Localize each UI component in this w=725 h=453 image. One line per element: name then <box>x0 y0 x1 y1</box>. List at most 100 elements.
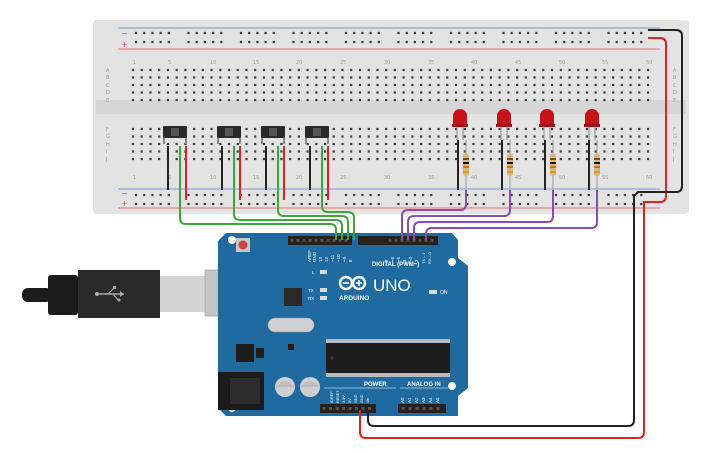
breadboard-hole[interactable] <box>524 76 527 79</box>
breadboard-hole[interactable] <box>612 142 615 146</box>
breadboard-hole[interactable] <box>577 150 580 153</box>
breadboard-hole[interactable] <box>554 40 558 44</box>
breadboard-hole[interactable] <box>510 40 513 44</box>
breadboard-hole[interactable] <box>620 150 623 153</box>
breadboard-hole[interactable] <box>524 150 527 153</box>
breadboard-hole[interactable] <box>131 135 135 138</box>
breadboard-hole[interactable] <box>323 98 327 102</box>
purple-wire-led-4[interactable] <box>425 190 598 240</box>
breadboard-hole[interactable] <box>131 142 135 146</box>
breadboard-hole[interactable] <box>533 150 536 153</box>
breadboard-hole[interactable] <box>481 157 484 161</box>
breadboard-hole[interactable] <box>262 68 266 72</box>
breadboard-hole[interactable] <box>358 127 362 131</box>
breadboard-hole[interactable] <box>220 31 223 35</box>
breadboard-hole[interactable] <box>308 40 311 44</box>
breadboard-hole[interactable] <box>367 91 370 94</box>
breadboard-hole[interactable] <box>518 193 521 197</box>
breadboard-hole[interactable] <box>264 202 267 206</box>
breadboard-hole[interactable] <box>428 98 431 102</box>
breadboard-hole[interactable] <box>579 202 582 206</box>
breadboard-hole[interactable] <box>195 193 198 197</box>
breadboard-hole[interactable] <box>437 68 440 72</box>
breadboard-hole[interactable] <box>369 202 372 206</box>
breadboard-hole[interactable] <box>411 150 414 153</box>
breadboard-hole[interactable] <box>134 31 138 35</box>
breadboard-hole[interactable] <box>353 40 356 44</box>
breadboard-hole[interactable] <box>254 150 257 153</box>
breadboard-hole[interactable] <box>158 150 161 153</box>
breadboard-hole[interactable] <box>300 202 303 206</box>
breadboard-hole[interactable] <box>201 127 204 131</box>
led-3[interactable] <box>539 109 555 140</box>
breadboard-hole[interactable] <box>428 91 431 94</box>
breadboard-hole[interactable] <box>594 83 597 87</box>
breadboard-hole[interactable] <box>350 68 353 72</box>
breadboard-hole[interactable] <box>603 157 606 161</box>
breadboard-hole[interactable] <box>507 98 510 102</box>
breadboard-hole[interactable] <box>516 142 519 146</box>
breadboard-hole[interactable] <box>474 31 477 35</box>
breadboard-hole[interactable] <box>507 91 510 94</box>
purple-wire-led-2[interactable] <box>407 190 511 240</box>
breadboard-hole[interactable] <box>151 193 154 197</box>
breadboard-hole[interactable] <box>516 150 519 153</box>
breadboard-hole[interactable] <box>219 83 222 87</box>
breadboard-hole[interactable] <box>629 76 632 79</box>
breadboard-hole[interactable] <box>317 202 320 206</box>
breadboard-hole[interactable] <box>227 83 231 87</box>
breadboard-hole[interactable] <box>227 150 231 153</box>
breadboard-hole[interactable] <box>489 76 493 79</box>
breadboard-hole[interactable] <box>201 98 204 102</box>
breadboard-hole[interactable] <box>446 76 449 79</box>
breadboard-hole[interactable] <box>341 76 344 79</box>
breadboard-hole[interactable] <box>454 83 458 87</box>
breadboard-hole[interactable] <box>175 76 178 79</box>
breadboard-hole[interactable] <box>428 157 431 161</box>
breadboard-hole[interactable] <box>518 31 521 35</box>
breadboard-hole[interactable] <box>254 98 257 102</box>
breadboard-hole[interactable] <box>419 76 423 79</box>
breadboard-hole[interactable] <box>385 135 388 138</box>
breadboard-hole[interactable] <box>550 142 554 146</box>
breadboard-hole[interactable] <box>315 83 318 87</box>
breadboard-hole[interactable] <box>297 83 300 87</box>
breadboard-hole[interactable] <box>411 68 414 72</box>
breadboard-hole[interactable] <box>151 40 154 44</box>
breadboard-hole[interactable] <box>131 68 135 72</box>
breadboard-hole[interactable] <box>524 157 527 161</box>
breadboard-hole[interactable] <box>175 98 178 102</box>
breadboard-hole[interactable] <box>376 98 379 102</box>
breadboard-hole[interactable] <box>158 91 161 94</box>
breadboard-hole[interactable] <box>292 202 295 206</box>
breadboard-hole[interactable] <box>350 91 353 94</box>
breadboard-hole[interactable] <box>219 142 222 146</box>
breadboard-hole[interactable] <box>411 91 414 94</box>
breadboard-hole[interactable] <box>428 142 431 146</box>
breadboard-hole[interactable] <box>402 142 405 146</box>
breadboard-hole[interactable] <box>344 40 348 44</box>
breadboard-hole[interactable] <box>535 193 538 197</box>
breadboard-hole[interactable] <box>289 91 292 94</box>
breadboard-hole[interactable] <box>527 31 530 35</box>
breadboard-hole[interactable] <box>507 76 510 79</box>
breadboard-hole[interactable] <box>245 150 248 153</box>
breadboard-hole[interactable] <box>393 83 396 87</box>
breadboard-hole[interactable] <box>620 135 623 138</box>
breadboard-hole[interactable] <box>472 157 475 161</box>
breadboard-hole[interactable] <box>489 127 493 131</box>
breadboard-hole[interactable] <box>344 202 348 206</box>
breadboard-hole[interactable] <box>227 68 231 72</box>
breadboard-hole[interactable] <box>131 127 135 131</box>
button-cap[interactable] <box>225 128 233 136</box>
breadboard-hole[interactable] <box>248 40 251 44</box>
breadboard-hole[interactable] <box>585 150 589 153</box>
breadboard-hole[interactable] <box>367 68 370 72</box>
breadboard-hole[interactable] <box>524 83 527 87</box>
breadboard-hole[interactable] <box>367 142 370 146</box>
breadboard-hole[interactable] <box>344 193 348 197</box>
breadboard-hole[interactable] <box>308 31 311 35</box>
header-pin[interactable] <box>296 239 300 242</box>
breadboard-hole[interactable] <box>446 135 449 138</box>
button-cap[interactable] <box>313 128 321 136</box>
